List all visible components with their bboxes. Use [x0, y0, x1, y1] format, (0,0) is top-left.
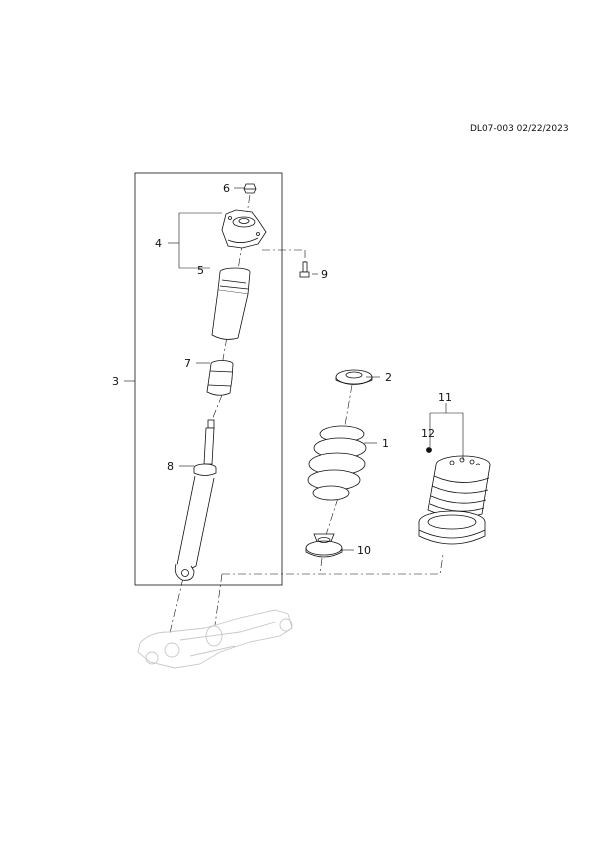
- part-11-air-spring: [418, 455, 491, 545]
- assembly-axis-lines: [169, 194, 444, 634]
- group-box-3: [134, 172, 283, 586]
- callout-labels: 6 4 5 9 7 3 8 2 1 10 11 12: [112, 182, 452, 557]
- lower-control-arm-faded: [137, 609, 293, 669]
- callout-10: 10: [357, 544, 371, 557]
- part-2-spring-seat: [335, 369, 373, 385]
- callout-5: 5: [197, 264, 204, 277]
- callout-12: 12: [421, 427, 435, 440]
- callout-7: 7: [184, 357, 191, 370]
- part-10-lower-seat: [305, 533, 343, 558]
- document-reference: DL07-003 02/22/2023: [470, 124, 569, 134]
- callout-9: 9: [321, 268, 328, 281]
- callout-4: 4: [155, 237, 162, 250]
- part-9-bolt: [299, 261, 310, 278]
- callout-8: 8: [167, 460, 174, 473]
- callout-2: 2: [385, 371, 392, 384]
- callout-11: 11: [438, 391, 452, 404]
- callout-3: 3: [112, 375, 119, 388]
- callout-6: 6: [223, 182, 230, 195]
- part-1-coil-spring: [307, 425, 367, 501]
- part-5-dust-boot: [211, 267, 251, 340]
- part-4-upper-mount: [221, 209, 267, 249]
- part-7-bump-stop: [206, 360, 234, 396]
- part-12-nut: [426, 447, 432, 453]
- part-6-nut: [243, 183, 257, 194]
- leader-lines: [124, 187, 464, 551]
- callout-1: 1: [382, 437, 389, 450]
- part-8-damper-body: [174, 419, 217, 581]
